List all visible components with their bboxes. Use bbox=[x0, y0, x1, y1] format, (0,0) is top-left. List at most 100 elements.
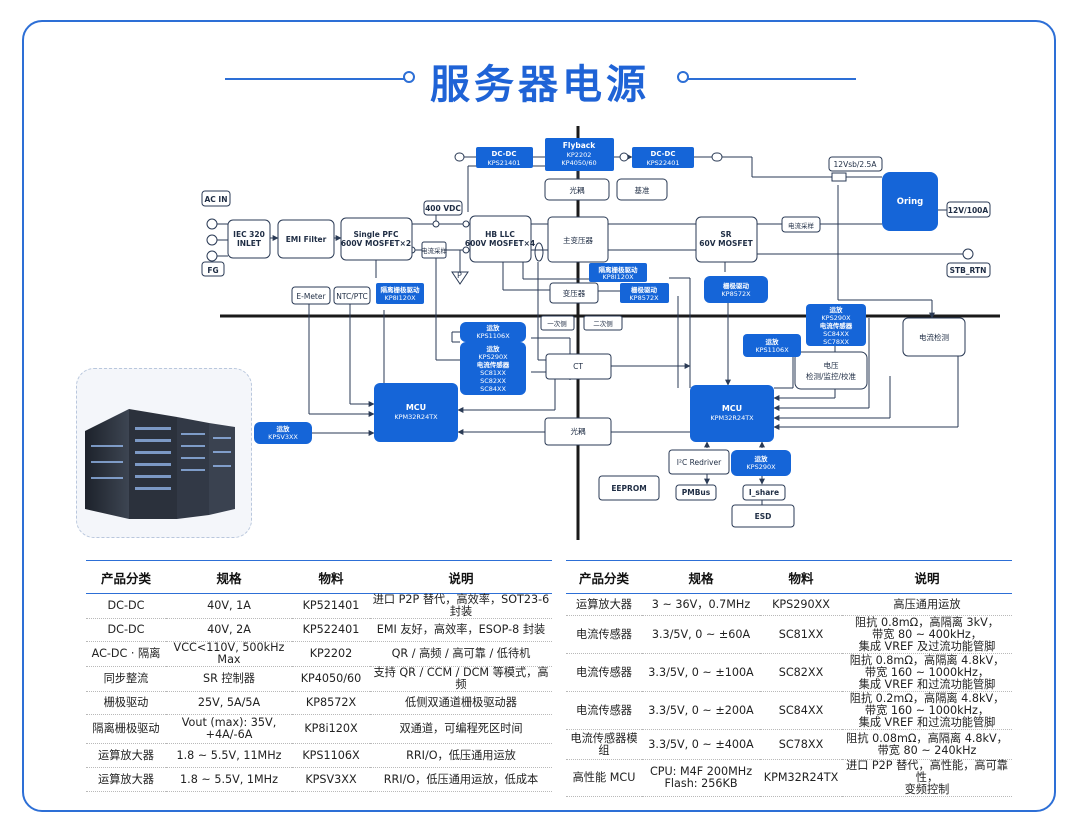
cell-category: 高性能 MCU bbox=[566, 759, 642, 797]
opamp-kpsv3-name: 运放 bbox=[277, 424, 291, 433]
opamp-kpsv3-chip bbox=[254, 422, 312, 444]
opamp-sensor-left-chip bbox=[460, 342, 526, 395]
optocoupler-top-label: 光耦 bbox=[570, 185, 585, 195]
pfc-label-1: Single PFC bbox=[353, 230, 399, 239]
cell-description: 阻抗 0.08mΩ，高隔离 4.8kV， 带宽 80 ~ 240kHz bbox=[842, 729, 1012, 760]
cell-category: DC-DC bbox=[86, 618, 166, 642]
i2c-redriver-box bbox=[668, 449, 730, 475]
dcdc-right-part: KPS22401 bbox=[647, 159, 680, 167]
cell-spec: 40V, 2A bbox=[166, 618, 292, 642]
main-transformer-box bbox=[547, 216, 609, 263]
eeprom-label: EEPROM bbox=[611, 484, 646, 493]
cell-spec: 3.3/5V, 0 ~ ±60A bbox=[642, 615, 760, 654]
voltage-block-box bbox=[794, 351, 868, 390]
cell-description: 双通道，可编程死区时间 bbox=[370, 714, 552, 744]
server-rack-photo bbox=[76, 368, 252, 538]
gate-driver-right-name: 栅极驱动 bbox=[723, 281, 750, 290]
cell-category: 电流传感器 bbox=[566, 691, 642, 730]
cell-part: KP4050/60 bbox=[292, 666, 370, 692]
opamp-bottom-name: 运放 bbox=[755, 454, 769, 463]
mcu-right-part: KPM32R24TX bbox=[710, 414, 754, 422]
cell-part: KPS290XX bbox=[760, 593, 842, 616]
mcu-right-chip bbox=[690, 385, 774, 442]
opamp-sensor-right-chip bbox=[806, 304, 866, 346]
cell-part: SC82XX bbox=[760, 653, 842, 692]
opamp-sensor-left-sensor: 电流传感器 bbox=[477, 360, 510, 369]
title-dot-right bbox=[677, 71, 689, 83]
cell-spec: 3.3/5V, 0 ~ ±400A bbox=[642, 729, 760, 760]
hbllc-label-2: 600V MOSFET×4 bbox=[465, 239, 535, 248]
iec-label-2: INLET bbox=[237, 239, 262, 248]
cell-part: KP521401 bbox=[292, 593, 370, 619]
ntc-label: NTC/PTC bbox=[336, 292, 367, 301]
aux-out-box bbox=[828, 156, 883, 172]
opamp-bottom-part: KPS290X bbox=[746, 463, 776, 471]
cell-category: 同步整流 bbox=[86, 666, 166, 692]
iso-driver-left-part: KP8I120X bbox=[384, 294, 416, 302]
cell-category: 电流传感器 bbox=[566, 653, 642, 692]
oring-label: Oring bbox=[897, 197, 923, 207]
iso-driver-mid-part: KP8I120X bbox=[602, 273, 634, 281]
opamp-kps1106-left-part: KPS1106X bbox=[476, 332, 510, 340]
table-left-header-category: 产品分类 bbox=[86, 560, 166, 594]
iec-inlet-box bbox=[227, 219, 271, 259]
cell-spec: VCC<110V, 500kHz Max bbox=[166, 641, 292, 667]
gate-driver-mid-chip bbox=[620, 283, 669, 303]
cell-description: 进口 P2P 替代，高效率，SOT23-6 封装 bbox=[370, 593, 552, 619]
cell-description: 阻抗 0.2mΩ，高隔离 4.8kV， 带宽 160 ~ 1000kHz， 集成… bbox=[842, 691, 1012, 730]
cell-spec: 40V, 1A bbox=[166, 593, 292, 619]
oring-chip bbox=[882, 172, 938, 231]
ct-label: CT bbox=[573, 362, 583, 371]
optocoupler-bottom-box bbox=[544, 417, 612, 446]
out-12v-box bbox=[946, 201, 991, 218]
cell-spec: 25V, 5A/5A bbox=[166, 691, 292, 715]
cell-description: 支持 QR / CCM / DCM 等模式，高频 bbox=[370, 666, 552, 692]
cell-part: KP522401 bbox=[292, 618, 370, 642]
cell-spec: SR 控制器 bbox=[166, 666, 292, 692]
opamp-kps1106-left-chip bbox=[460, 322, 526, 342]
secondary-side-box bbox=[583, 315, 623, 331]
cell-description: 高压通用运放 bbox=[842, 593, 1012, 616]
gate-driver-right-chip bbox=[704, 276, 768, 303]
cell-spec: 1.8 ~ 5.5V, 11MHz bbox=[166, 743, 292, 768]
ground-symbol: P bbox=[457, 271, 462, 280]
reference-label: 基准 bbox=[635, 185, 650, 195]
cell-spec: 1.8 ~ 5.5V, 1MHz bbox=[166, 767, 292, 792]
fg-label: FG bbox=[207, 266, 218, 275]
ac-in-box bbox=[201, 190, 231, 207]
table-right-header-part: 物料 bbox=[760, 560, 842, 594]
opamp-kps1106-right-name: 运放 bbox=[766, 337, 780, 346]
bus-400-box bbox=[423, 200, 463, 216]
sr-label-1: SR bbox=[720, 230, 731, 239]
iso-driver-left-chip bbox=[376, 283, 424, 304]
pfc-label-2: 600V MOSFET×2 bbox=[341, 239, 411, 248]
opamp-kps1106-right-part: KPS1106X bbox=[755, 346, 789, 354]
cell-part: SC78XX bbox=[760, 729, 842, 760]
cell-spec: 3.3/5V, 0 ~ ±200A bbox=[642, 691, 760, 730]
mcu-left-part: KPM32R24TX bbox=[394, 413, 438, 421]
main-transformer-label: 主变压器 bbox=[563, 235, 593, 245]
cell-part: KPS1106X bbox=[292, 743, 370, 768]
optocoupler-top-box bbox=[544, 178, 610, 201]
cell-spec: 3 ~ 36V，0.7MHz bbox=[642, 593, 760, 616]
ntc-box bbox=[333, 286, 371, 305]
table-left-header-desc: 说明 bbox=[370, 560, 552, 594]
stb-rtn-label: STB_RTN bbox=[950, 266, 987, 275]
cell-category: 运算放大器 bbox=[566, 593, 642, 616]
ishare-label: I_share bbox=[749, 488, 779, 497]
cell-part: KP8i120X bbox=[292, 714, 370, 744]
dcdc-left-part: KPS21401 bbox=[488, 159, 521, 167]
opamp-kps1106-right-chip bbox=[743, 334, 801, 357]
gate-driver-right-part: KP8572X bbox=[721, 290, 751, 298]
stb-rtn-box bbox=[946, 262, 991, 278]
aux-out-label: 12Vsb/2.5A bbox=[834, 160, 878, 169]
table-right-header-spec: 规格 bbox=[642, 560, 760, 594]
opamp-kps1106-left-name: 运放 bbox=[487, 323, 501, 332]
